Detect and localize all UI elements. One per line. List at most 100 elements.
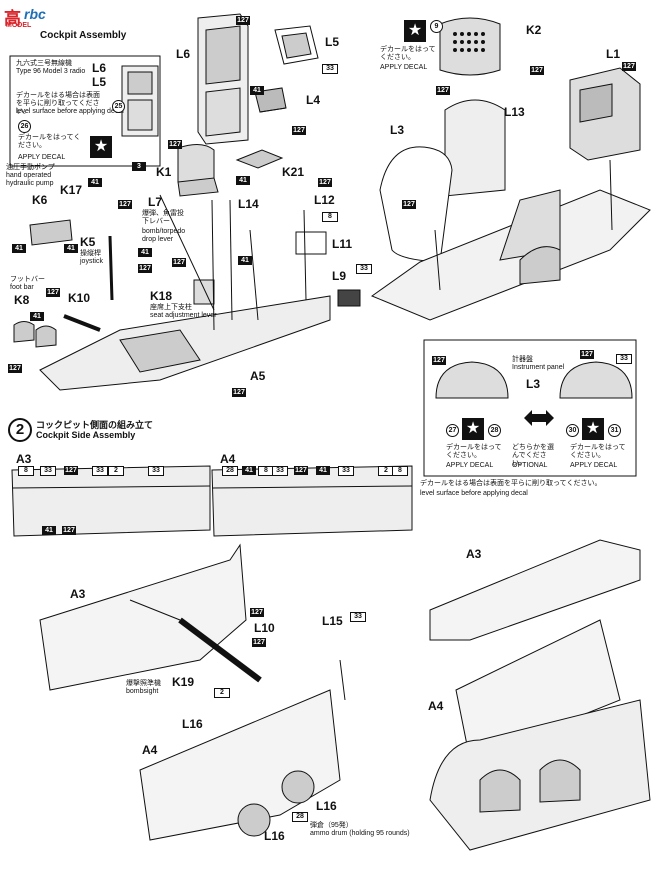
code-tag: 127	[250, 608, 264, 617]
code-tag: 127	[138, 264, 152, 273]
code-tag: 127	[118, 200, 132, 209]
inset-apply-jp: デカールをはってください。	[18, 134, 81, 149]
part-l12: L12	[314, 193, 335, 207]
inset-note-jp: デカールをはる場合は表面を平らに削り取ってください。	[16, 92, 100, 115]
code-tag: 8	[392, 466, 408, 476]
part-l15: L15	[322, 614, 343, 628]
caption-hydraulic-en: hand operated hydraulic pump	[6, 172, 54, 187]
part-a3-top: A3	[16, 452, 32, 466]
code-tag: 127	[252, 638, 266, 647]
code-tag: 127	[168, 140, 182, 149]
code-tag: 127	[236, 16, 250, 25]
code-tag: 127	[294, 466, 308, 475]
inset-part-l6: L6	[92, 61, 107, 75]
logo-subtitle: MODEL	[6, 22, 32, 29]
part-a5: A5	[250, 369, 266, 383]
inset-part-l5: L5	[92, 75, 107, 89]
part-k19: K19	[172, 675, 195, 689]
code-tag: 41	[250, 86, 264, 95]
caption-joystick-jp: 操縦桿	[80, 250, 101, 257]
part-a4-top: A4	[220, 452, 236, 466]
panel-right-decal-en: APPLY DECAL	[570, 462, 618, 469]
part-k17: K17	[60, 183, 83, 197]
logo-mark: rbc	[24, 6, 46, 22]
code-tag: 127	[436, 86, 450, 95]
panel-decal-28: 28	[488, 424, 501, 437]
caption-ammo-en: ammo drum (holding 95 rounds)	[310, 830, 410, 837]
part-k2: K2	[526, 23, 542, 37]
caption-bomb-jp: 爆弾、魚雷投下レバー	[142, 210, 184, 225]
caption-bombsight-jp: 爆撃照準機	[126, 680, 161, 687]
code-tag: 33	[148, 466, 164, 476]
site-logo: 高 rbc MODEL	[4, 4, 70, 32]
code-tag: 41	[242, 466, 256, 475]
part-a4-lower: A4	[142, 743, 158, 757]
code-tag: 127	[46, 288, 60, 297]
part-l13: L13	[504, 105, 525, 119]
code-tag: 41	[138, 248, 152, 257]
code-tag: 41	[64, 244, 78, 253]
caption-bomb-en: bomb/torpedo drop lever	[142, 228, 186, 243]
part-l14: L14	[238, 197, 259, 211]
panel-decal-31: 31	[608, 424, 621, 437]
part-a4-right: A4	[428, 699, 444, 713]
inset-decal-25: 25	[112, 100, 125, 113]
instrument-part-l3: L3	[526, 377, 541, 391]
part-l5: L5	[325, 35, 340, 49]
part-k10: K10	[68, 291, 91, 305]
part-l3: L3	[390, 123, 405, 137]
part-k18: K18	[150, 289, 173, 303]
caption-hydraulic-jp: 油圧手動ポンプ	[6, 164, 55, 171]
part-l6: L6	[176, 47, 191, 61]
panel-decal-30: 30	[566, 424, 579, 437]
optional-jp: どちらかを選んでください。	[512, 444, 554, 467]
step2-title-en: Cockpit Side Assembly	[36, 430, 136, 440]
code-tag: 127	[64, 466, 78, 475]
code-tag: 127	[8, 364, 22, 373]
inset-decal-26: 26	[18, 120, 31, 133]
caption-seat-en: seat adjustment lever	[150, 312, 217, 319]
code-tag: 41	[30, 312, 44, 321]
part-l7: L7	[148, 195, 163, 209]
caption-ammo-jp: 弾倉（95発）	[310, 822, 353, 829]
caption-footbar-jp: フットバー	[10, 276, 45, 283]
part-l9: L9	[332, 269, 347, 283]
code-tag: 2	[214, 688, 230, 698]
k2-decal-star-icon: ★	[404, 20, 426, 42]
code-tag: 28	[222, 466, 238, 476]
caption-bombsight-en: bombsight	[126, 688, 159, 695]
k2-decal-en: APPLY DECAL	[380, 64, 428, 71]
code-tag: 33	[272, 466, 288, 476]
part-l16-a: L16	[182, 717, 203, 731]
code-tag: 8	[322, 212, 338, 222]
instrument-jp: 計器盤	[512, 356, 533, 363]
part-a3-lower: A3	[70, 587, 86, 601]
code-tag: 127	[318, 178, 332, 187]
level-note-en: level surface before applying decal	[420, 490, 528, 497]
code-tag: 33	[616, 354, 632, 364]
code-tag: 41	[316, 466, 330, 475]
code-tag: 127	[62, 526, 76, 535]
code-tag: 127	[622, 62, 636, 71]
code-tag: 33	[356, 264, 372, 274]
code-tag: 2	[108, 466, 124, 476]
inset-apply-en: APPLY DECAL	[18, 154, 66, 161]
part-k5: K5	[80, 235, 96, 249]
caption-joystick-en: joystick	[80, 258, 103, 265]
code-tag: 127	[530, 66, 544, 75]
code-tag: 33	[40, 466, 56, 476]
part-a3-right: A3	[466, 547, 482, 561]
part-l11: L11	[332, 237, 353, 251]
code-tag: 33	[350, 612, 366, 622]
caption-footbar-en: foot bar	[10, 284, 34, 291]
code-tag: 8	[18, 466, 34, 476]
optional-en: OPTIONAL	[512, 462, 548, 469]
part-k21: K21	[282, 165, 305, 179]
part-l1: L1	[606, 47, 621, 61]
part-l16-b: L16	[316, 799, 337, 813]
panel-left-star-icon: ★	[462, 418, 484, 440]
code-tag: 41	[238, 256, 252, 265]
code-tag: 33	[322, 64, 338, 74]
inset-title-en: Type 96 Model 3 radio	[16, 68, 86, 75]
panel-right-star-icon: ★	[582, 418, 604, 440]
